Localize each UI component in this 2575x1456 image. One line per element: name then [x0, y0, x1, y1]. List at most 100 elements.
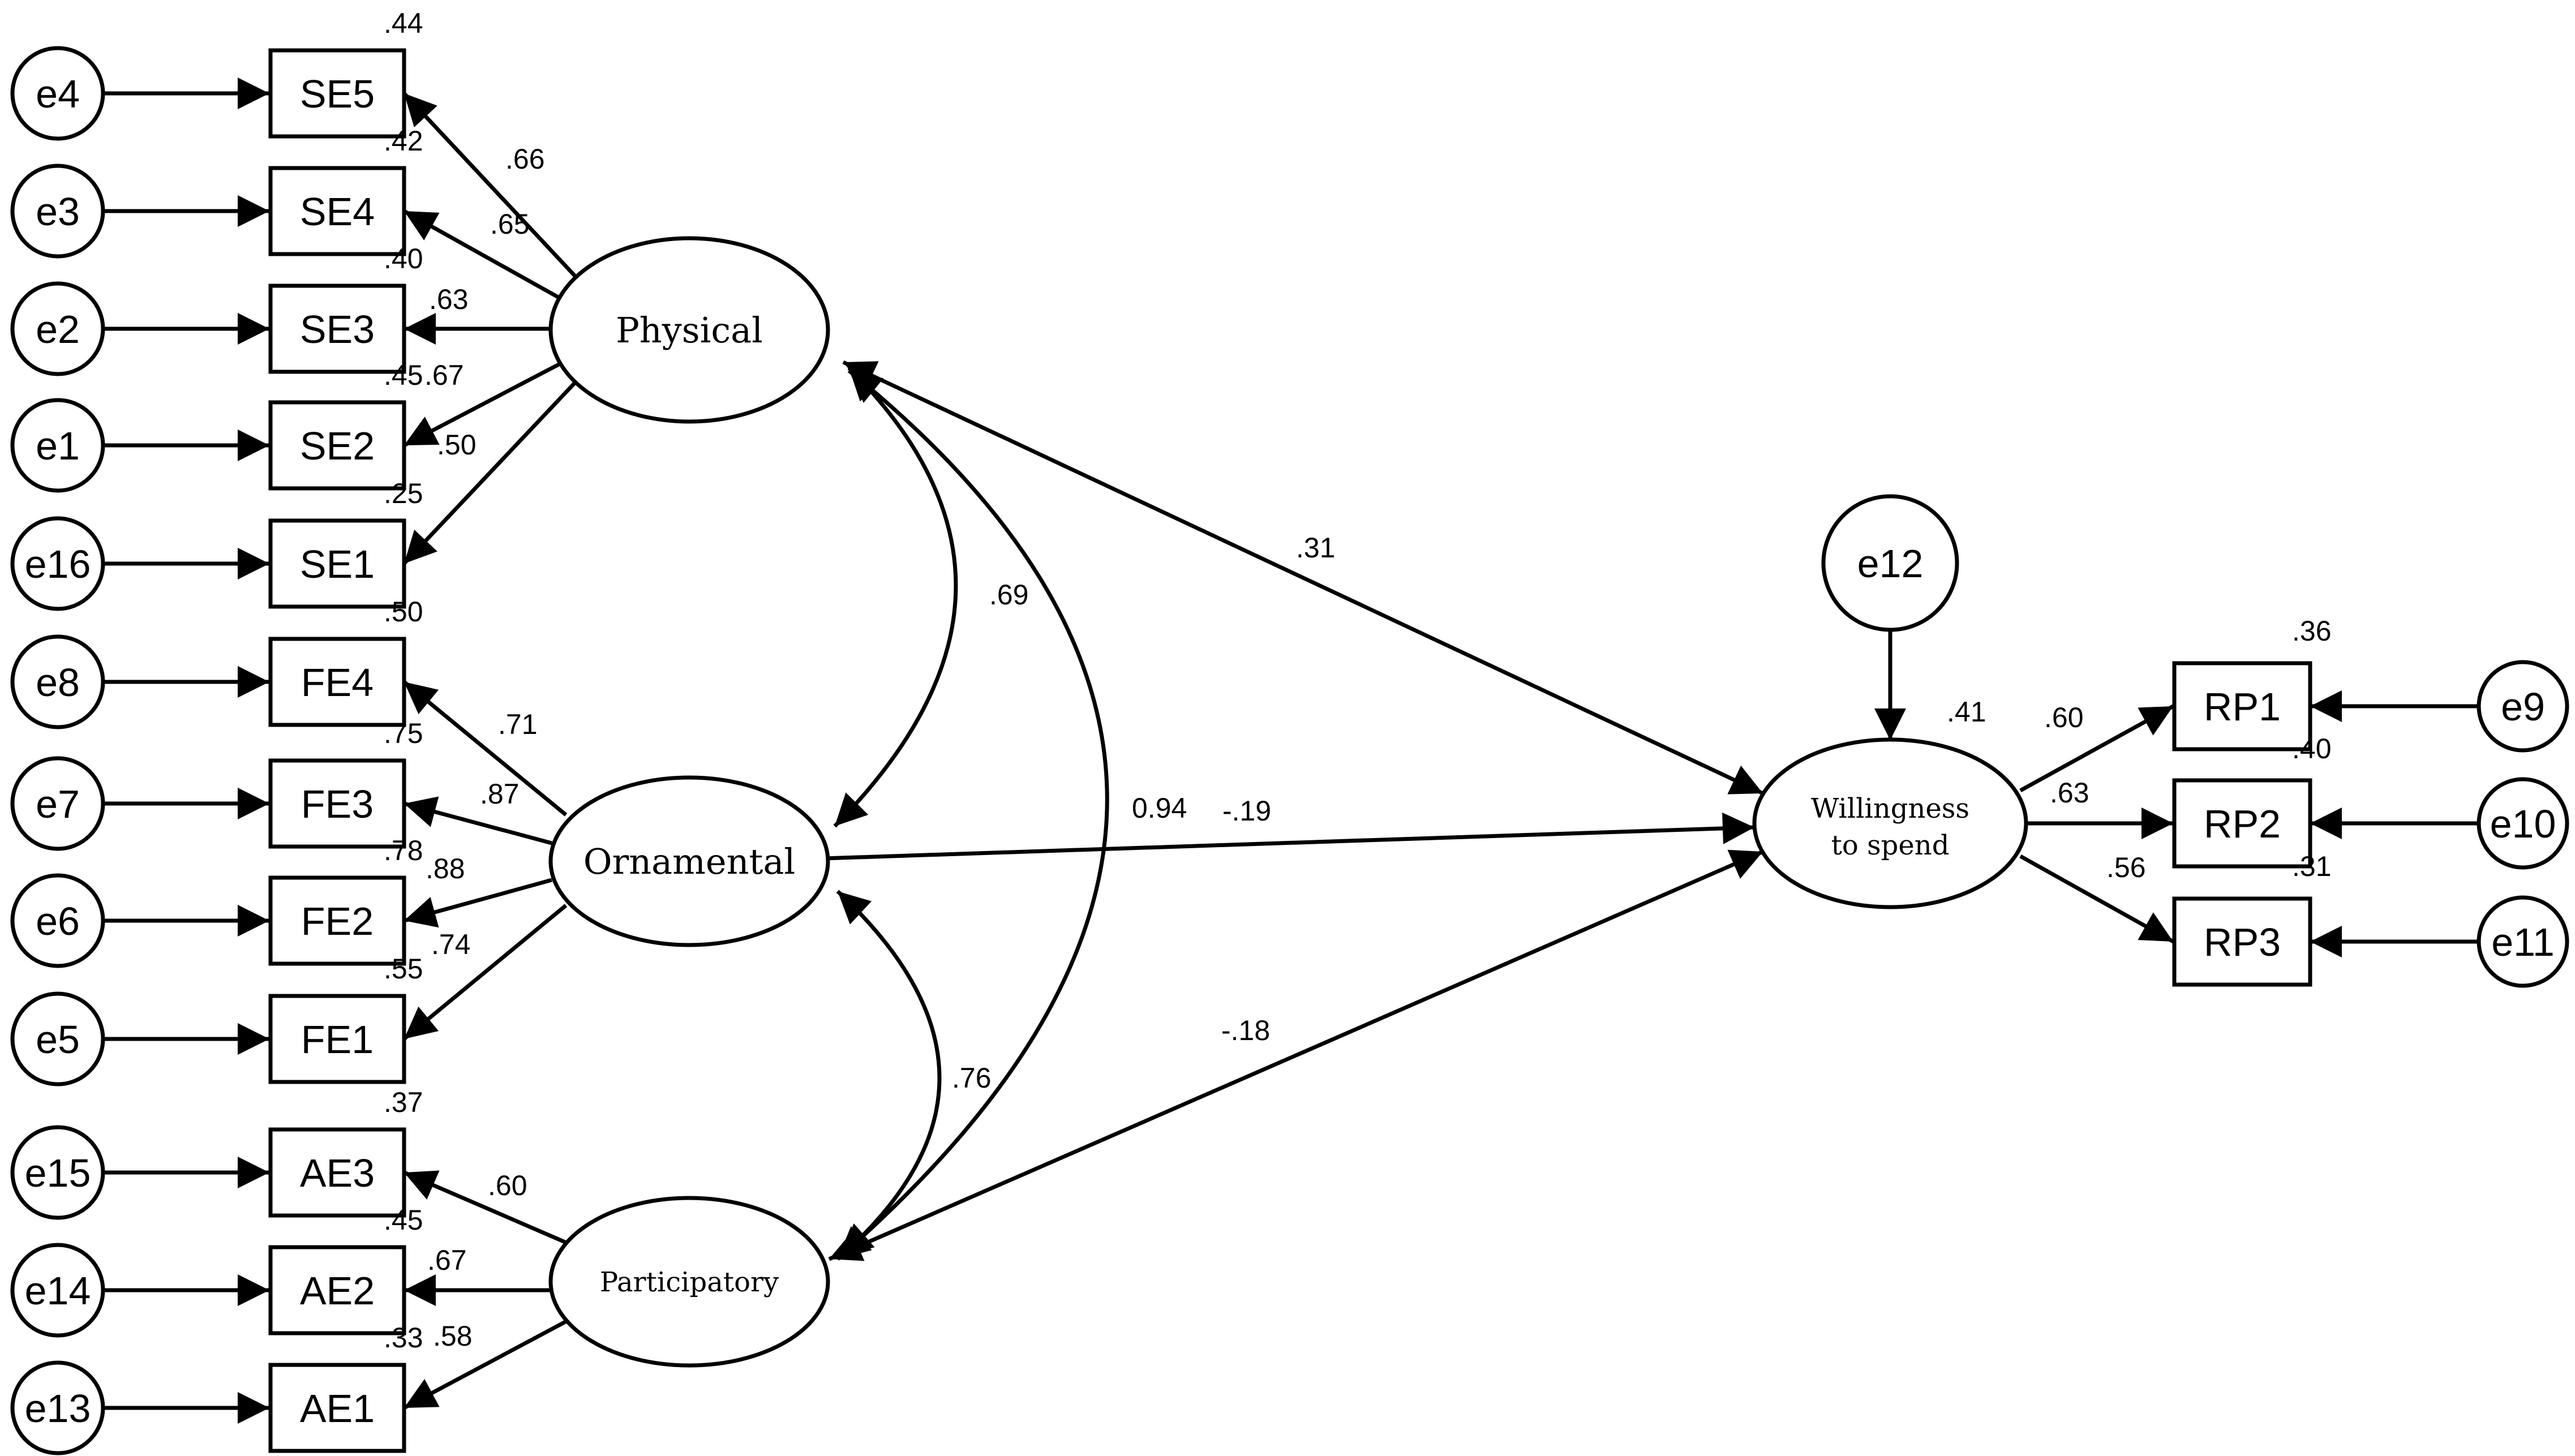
indicator-rp3: RP3	[2172, 896, 2312, 987]
error-e1-label: e1	[36, 424, 80, 468]
path-label-participatory-willingness: -.18	[1221, 1015, 1270, 1046]
r2-rp3: .31	[2292, 851, 2332, 882]
indicator-se2: SE2	[268, 400, 406, 491]
indicator-fe3-label: FE3	[301, 782, 374, 826]
loading-label-se4: .65	[490, 208, 530, 240]
r2-se2: .45	[384, 359, 423, 391]
loading-label-rp3: .56	[2106, 852, 2146, 883]
r2-rp1: .36	[2292, 615, 2332, 647]
loading-label-fe1: .74	[431, 929, 471, 960]
indicator-se5: SE5	[268, 48, 406, 139]
loading-ornamental-fe3	[404, 796, 552, 845]
loading-label-rp1: .60	[2044, 702, 2084, 733]
indicator-se1: SE1	[268, 518, 406, 609]
error-e9: e9	[2477, 660, 2569, 753]
r2-se3: .40	[384, 243, 423, 274]
loading-label-se2: .67	[424, 359, 464, 391]
error-e6: e6	[10, 873, 105, 968]
loading-label-fe4: .71	[498, 708, 538, 740]
indicators-left: SE5 SE4 SE3 SE2 SE1 FE4 FE3 FE2 FE1 AE3 …	[268, 48, 406, 1453]
latent-willingness: Willingness to spend	[1752, 737, 2028, 909]
error-e15-label: e15	[25, 1151, 91, 1195]
loading-label-se3: .63	[429, 284, 469, 315]
loading-label-fe3: .87	[480, 778, 520, 810]
latent-participatory: Participatory	[548, 1196, 830, 1368]
indicator-se2-label: SE2	[300, 424, 375, 468]
r2-ae3: .37	[384, 1086, 423, 1118]
r2-fe4: .50	[384, 596, 423, 628]
loading-label-se1: .50	[437, 429, 477, 461]
indicator-fe2: FE2	[268, 875, 406, 966]
error-e7-label: e7	[36, 782, 80, 826]
indicator-rp3-label: RP3	[2204, 920, 2281, 964]
correlation-labels: .69 0.94 .76	[952, 579, 1187, 1094]
loading-label-ae2: .67	[427, 1244, 467, 1276]
indicator-se5-label: SE5	[300, 72, 375, 116]
path-participatory-willingness	[828, 849, 1764, 1261]
r2-fe1: .55	[384, 953, 423, 985]
loading-label-ae3: .60	[488, 1170, 527, 1201]
loading-label-fe2: .88	[426, 853, 465, 884]
indicator-ae2-label: AE2	[300, 1269, 375, 1313]
error-e2: e2	[10, 281, 105, 376]
correlation-label-physical-participatory: 0.94	[1132, 792, 1187, 824]
indicator-ae1-label: AE1	[300, 1386, 375, 1431]
r2-rp2: .40	[2292, 733, 2332, 764]
latent-physical-label: Physical	[616, 310, 763, 351]
indicator-fe1: FE1	[268, 994, 406, 1084]
path-physical-willingness	[842, 360, 1764, 796]
latent-ornamental-label: Ornamental	[583, 841, 795, 882]
r2-fe3: .75	[384, 718, 423, 749]
indicators-right: RP1 RP2 RP3	[2172, 661, 2312, 987]
path-ornamental-willingness	[823, 812, 1755, 861]
loading-participatory-ae1	[403, 1316, 573, 1410]
r2-fe2: .78	[384, 835, 423, 866]
indicator-se3-label: SE3	[300, 307, 375, 351]
error-e3-label: e3	[36, 190, 80, 234]
loading-willingness-rp3	[2019, 854, 2174, 944]
loading-willingness-rp1	[2019, 704, 2174, 793]
error-e10: e10	[2477, 777, 2569, 870]
latent-ornamental: Ornamental	[548, 775, 830, 947]
error-e5: e5	[10, 991, 105, 1086]
loading-physical-se1	[402, 379, 579, 565]
correlation-label-ornamental-participatory: .76	[952, 1062, 992, 1094]
error-e16-label: e16	[25, 542, 91, 586]
indicator-rp2: RP2	[2172, 778, 2312, 869]
loading-ornamental-fe4	[402, 680, 568, 817]
indicator-fe4: FE4	[268, 637, 406, 727]
error-e4: e4	[10, 46, 105, 141]
indicator-rp2-label: RP2	[2204, 802, 2281, 846]
latent-physical: Physical	[548, 236, 830, 424]
loading-physical-se2	[403, 360, 564, 448]
error-e11: e11	[2477, 895, 2569, 988]
indicator-fe2-label: FE2	[301, 899, 374, 943]
loading-ornamental-fe2	[404, 878, 552, 928]
error-e6-label: e6	[36, 899, 80, 943]
correlation-label-physical-ornamental: .69	[989, 579, 1029, 611]
edges	[105, 78, 2479, 1424]
error-e13: e13	[10, 1360, 105, 1455]
indicator-ae3-label: AE3	[300, 1151, 375, 1195]
r2-ae2: .45	[384, 1204, 423, 1236]
indicator-se4: SE4	[268, 166, 406, 256]
indicator-se4-label: SE4	[300, 190, 375, 234]
error-terms-left: e4 e3 e2 e1 e16 e8 e7 e6 e5 e15 e14 e13	[10, 46, 105, 1455]
error-e11-label: e11	[2491, 920, 2555, 964]
indicator-rp1-label: RP1	[2204, 685, 2281, 729]
r2-ae1: .33	[384, 1322, 423, 1354]
path-label-ornamental-willingness: -.19	[1222, 795, 1271, 827]
error-terms-right: e9 e10 e11	[2477, 660, 2569, 988]
r-squared-labels: .44 .42 .40 .45 .25 .50 .75 .78 .55 .37 …	[384, 7, 2332, 1354]
latent-participatory-label: Participatory	[600, 1266, 779, 1298]
error-e9-label: e9	[2501, 685, 2545, 729]
r2-willingness: .41	[1947, 696, 1986, 728]
loading-label-ae1: .58	[433, 1320, 473, 1352]
r2-se1: .25	[384, 478, 423, 509]
error-e2-label: e2	[36, 307, 80, 351]
correlation-ornamental-participatory	[836, 890, 942, 1261]
error-e14-label: e14	[25, 1269, 91, 1313]
error-e7: e7	[10, 756, 105, 851]
correlation-physical-ornamental	[833, 366, 958, 828]
error-e8-label: e8	[36, 660, 80, 705]
